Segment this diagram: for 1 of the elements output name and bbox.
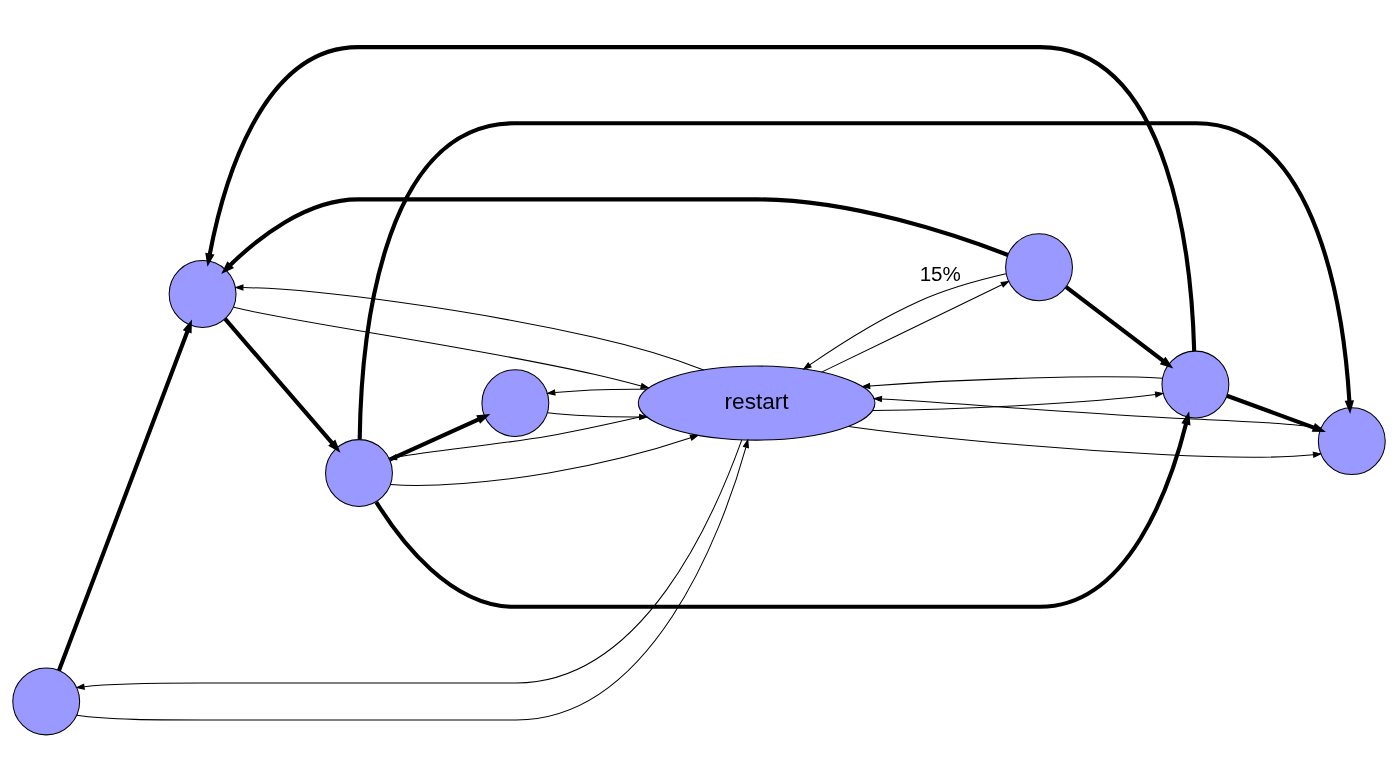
edge-label: 15%: [919, 261, 961, 285]
